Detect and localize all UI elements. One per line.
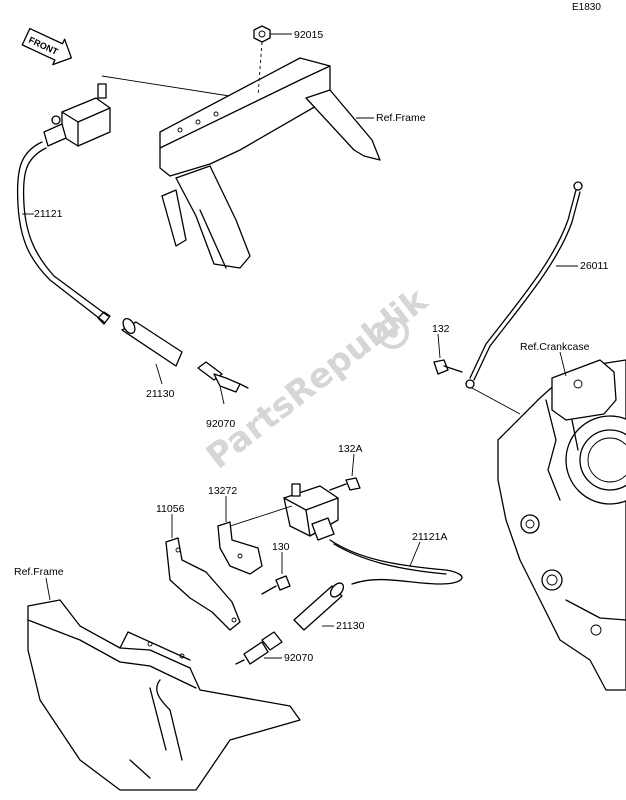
crankcase [497, 359, 626, 691]
label-92015: 92015 [294, 29, 323, 41]
label-21130-top: 21130 [146, 388, 175, 400]
ignition-coil-top [43, 83, 111, 147]
watermark: PartsRepublik [199, 280, 436, 478]
label-ref-frame-top: Ref.Frame [376, 112, 426, 124]
plug-cap-bottom [293, 582, 345, 631]
frame-lower [27, 599, 301, 791]
ignition-coil-bottom [283, 483, 339, 541]
label-92070-bottom: 92070 [284, 652, 313, 664]
watermark-gear-icon [377, 317, 409, 349]
watermark-text: PartsRepublik [199, 280, 436, 478]
label-21130-bottom: 21130 [336, 620, 365, 632]
label-13272: 13272 [208, 485, 237, 497]
nut-92015 [253, 25, 292, 97]
label-130: 130 [272, 541, 290, 553]
label-132: 132 [432, 323, 450, 335]
diagram-code: E1830 [572, 2, 601, 13]
label-21121: 21121 [34, 208, 63, 220]
ground-lead [465, 181, 583, 415]
frame-bracket-top [159, 57, 381, 269]
label-ref-frame-bottom: Ref.Frame [14, 566, 64, 578]
label-ref-crankcase: Ref.Crankcase [520, 341, 590, 353]
bracket-11056 [165, 537, 241, 631]
label-11056: 11056 [156, 503, 185, 515]
bolt-132a [329, 477, 361, 491]
front-label: FRONT [27, 35, 60, 57]
label-92070-top: 92070 [206, 418, 235, 430]
label-21121a: 21121A [412, 531, 447, 543]
bracket-13272 [217, 521, 263, 575]
plug-cap-top [121, 317, 183, 367]
spark-plug-top [197, 361, 249, 393]
bolt-130 [261, 575, 291, 595]
label-26011: 26011 [580, 260, 609, 272]
label-132a: 132A [338, 443, 363, 455]
front-arrow-icon: FRONT [21, 27, 73, 66]
spark-plug-bottom [235, 631, 283, 665]
bolt-132 [433, 359, 463, 375]
